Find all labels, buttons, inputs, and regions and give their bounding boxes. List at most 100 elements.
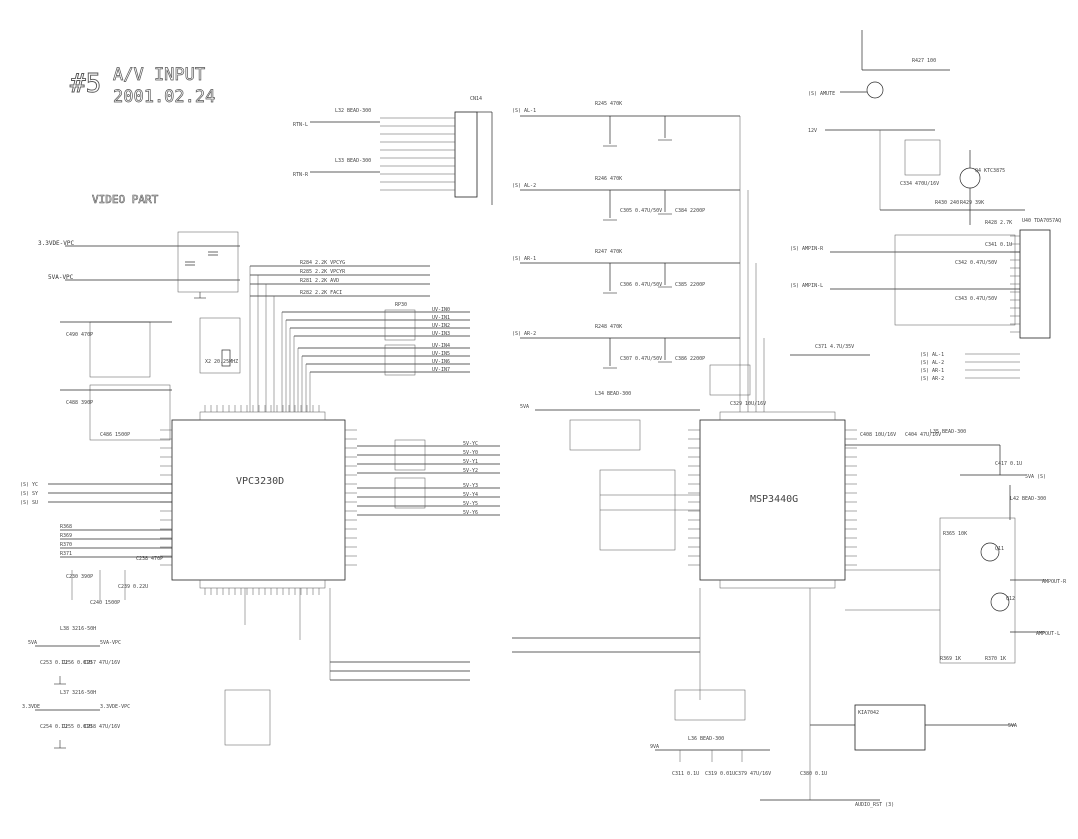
uv-net-label: UV-IN5 bbox=[432, 351, 450, 357]
vcap-3: C486 1500P bbox=[100, 432, 130, 438]
section-title-video: VIDEO PART bbox=[92, 193, 159, 206]
msp-r3: R365 10K bbox=[943, 531, 967, 537]
msp-q12: Q12 bbox=[1006, 596, 1015, 602]
audio-input-network: (S) AL-1 (S) AL-2 (S) AR-1 (S) AR-2 R245… bbox=[512, 101, 765, 412]
vpc-right-net-label: 5V-Y0 bbox=[463, 450, 478, 456]
conn-name: CN14 bbox=[470, 96, 482, 102]
vpc-right-net-label: 5V-Y4 bbox=[463, 492, 478, 498]
video-in-2: (S) SY bbox=[20, 491, 38, 497]
video-filter-network: C490 470P C488 390P C486 1500P C230 390P… bbox=[60, 321, 172, 606]
vpc-right-net-label: 5V-Y1 bbox=[463, 459, 478, 465]
conn-bead-2: L33 BEAD-300 bbox=[335, 158, 371, 164]
amp-cap-4: C334 470U/16V bbox=[900, 181, 939, 187]
msp3440g-chip: MSP3440G bbox=[688, 411, 857, 589]
ampout-r: AMPOUT-R bbox=[1042, 579, 1067, 585]
ap-2: R246 470K bbox=[595, 176, 622, 182]
bl-cap-2: C256 0.01U bbox=[62, 660, 92, 666]
bl-cap-1: C253 0.1U bbox=[40, 660, 67, 666]
msp-r1: R369 1K bbox=[940, 656, 961, 662]
msp-r2: R370 1K bbox=[985, 656, 1006, 662]
bl-cap-5: C255 0.01U bbox=[62, 724, 92, 730]
vpc-chip-name: VPC3230D bbox=[236, 476, 284, 487]
msp-cap-3: C408 10U/16V bbox=[860, 432, 896, 438]
uv-net-label: UV-IN1 bbox=[432, 315, 450, 321]
amp-r1: R430 240 bbox=[935, 200, 959, 206]
rail-12v: 12V bbox=[808, 128, 817, 134]
amp-out-3: (S) AR-1 bbox=[920, 368, 944, 374]
msp-bc-4: C380 0.1U bbox=[800, 771, 827, 777]
audio-in-1: (S) AL-1 bbox=[512, 108, 536, 114]
ap-10: C386 2200P bbox=[675, 356, 705, 362]
conn-in-r: RTN-R bbox=[293, 172, 309, 178]
amp-out-2: (S) AL-2 bbox=[920, 360, 944, 366]
vpc-right-net-label: 5V-YC bbox=[463, 441, 478, 447]
amp-out-4: (S) AR-2 bbox=[920, 376, 944, 382]
bl-bead-1: L38 3216-50H bbox=[60, 626, 96, 632]
reset-label: AUDIO_RST (3) bbox=[855, 802, 894, 808]
msp-chip-name: MSP3440G bbox=[750, 494, 798, 505]
bl-bead-2: L37 3216-50H bbox=[60, 690, 96, 696]
ap-1: R245 470K bbox=[595, 101, 622, 107]
amp-r2: R429 39K bbox=[960, 200, 984, 206]
ampin-r: (S) AMPIN-R bbox=[790, 246, 824, 252]
vpc-video-inputs: (S) YC (S) SY (S) SU R368 R369 R370 R371 bbox=[20, 482, 172, 558]
reset-chip: KIA7042 bbox=[858, 710, 879, 716]
rail-label-5v-vpc: 5VA-VPC bbox=[48, 274, 74, 281]
vcap-2: C488 390P bbox=[66, 400, 93, 406]
uv-net-label: UV-IN0 bbox=[432, 307, 450, 313]
vcap-4: C230 390P bbox=[66, 574, 93, 580]
uv-net-label: UV-IN2 bbox=[432, 323, 450, 329]
reset-rail: 5VA bbox=[1008, 723, 1017, 729]
video-power-rails: 3.3VDE-VPC 5VA-VPC bbox=[38, 231, 240, 299]
bl-rail-5va-vpc: 5VA-VPC bbox=[100, 640, 121, 646]
vres-1: R368 bbox=[60, 524, 72, 530]
sheet-date: 2001.02.24 bbox=[113, 87, 215, 107]
vpc-right-net-label: 5V-Y6 bbox=[463, 510, 478, 516]
vres-4: R371 bbox=[60, 551, 72, 557]
amp-cap-2: C342 0.47U/50V bbox=[955, 260, 997, 266]
vcap-5: C240 1500P bbox=[90, 600, 120, 606]
msp-cap-5: C417 0.1U bbox=[995, 461, 1022, 467]
audio-in-2: (S) AL-2 bbox=[512, 183, 536, 189]
vpc-net-2: R285 2.2K VPCYR bbox=[300, 269, 346, 275]
sheet-number: #5 bbox=[70, 69, 101, 99]
msp-cap-1: C371 4.7U/35V bbox=[815, 344, 854, 350]
vpc-top-nets: R284 2.2K VPCYG R285 2.2K VPCYR R281 2.2… bbox=[249, 260, 430, 412]
bl-rail-5va: 5VA bbox=[28, 640, 37, 646]
amp-section: (S) AMUTE 12V C334 470U/16V Q4 KTC3875 R… bbox=[790, 30, 1061, 382]
vcap-6: C239 0.22U bbox=[118, 584, 148, 590]
crystal-label: X2 20.25MHZ bbox=[205, 359, 238, 365]
msp-cap-2: C329 10U/16V bbox=[730, 401, 766, 407]
amp-chip-name: U40 TDA7057AQ bbox=[1022, 218, 1061, 224]
conn-in-l: RTN-L bbox=[293, 122, 308, 128]
ampout-l: AMPOUT-L bbox=[1036, 631, 1060, 637]
vpc-uv-outputs: UV-IN0UV-IN1UV-IN2UV-IN3UV-IN4UV-IN5UV-I… bbox=[281, 302, 470, 412]
video-in-3: (S) SU bbox=[20, 500, 38, 506]
bl-cap-4: C254 0.1U bbox=[40, 724, 67, 730]
msp-cap-4: C404 47U/16V bbox=[905, 432, 941, 438]
crystal-x2: X2 20.25MHZ bbox=[199, 317, 241, 374]
vres-2: R369 bbox=[60, 533, 72, 539]
ampin-l: (S) AMPIN-L bbox=[790, 283, 823, 289]
amp-r4: R427 100 bbox=[912, 58, 936, 64]
ap-7: C307 0.47U/50V bbox=[620, 356, 662, 362]
msp-bead-1: L34 BEAD-300 bbox=[595, 391, 631, 397]
audio-in-3: (S) AR-1 bbox=[512, 256, 536, 262]
amp-cap-1: C341 0.1U bbox=[985, 242, 1012, 248]
video-in-1: (S) YC bbox=[20, 482, 38, 488]
msp-bead-4: L42 BEAD-300 bbox=[1010, 496, 1046, 502]
conn-bead-1: L32 BEAD-300 bbox=[335, 108, 371, 114]
vpc-right-net-label: 5V-Y5 bbox=[463, 501, 478, 507]
vpc-net-3: R281 2.2K AVD bbox=[300, 278, 339, 284]
bl-rail-33-vpc: 3.3VDE-VPC bbox=[100, 704, 130, 710]
vcap-1: C490 470P bbox=[66, 332, 93, 338]
msp-rail-5v: 5VA bbox=[520, 404, 529, 410]
amp-r3: R428 2.7K bbox=[985, 220, 1012, 226]
msp-q11: Q11 bbox=[995, 546, 1004, 552]
rp-label: RP30 bbox=[395, 302, 407, 308]
uv-net-label: UV-IN4 bbox=[432, 343, 450, 349]
msp-bc-3: C379 47U/16V bbox=[735, 771, 771, 777]
